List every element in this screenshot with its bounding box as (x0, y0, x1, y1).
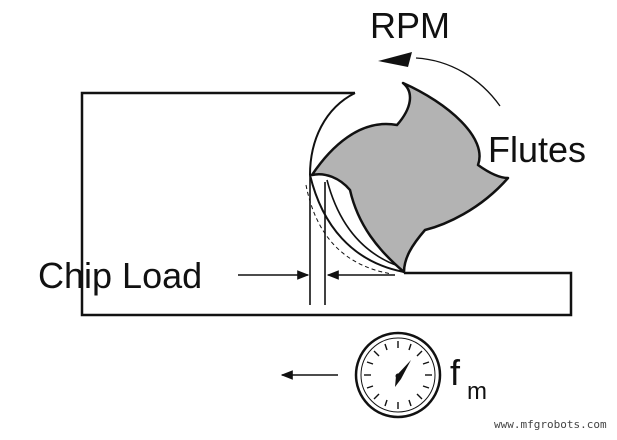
rotation-arrow-head (378, 52, 412, 67)
cut-groove-inner (326, 179, 399, 267)
cut-wall-arc (309, 92, 356, 176)
feed-rate-subscript: m (467, 378, 487, 405)
chip-load-label: Chip Load (38, 255, 202, 296)
dial-gauge-icon (354, 331, 442, 419)
end-mill-cutter (310, 81, 510, 274)
flutes-label: Flutes (488, 129, 586, 170)
workpiece (80, 91, 573, 317)
rotation-arrow-icon (415, 57, 501, 107)
feed-rate-symbol: f (450, 352, 461, 393)
watermark: www.mfgrobots.com (494, 418, 607, 431)
rpm-label: RPM (370, 5, 450, 46)
cut-groove-outer (309, 174, 405, 273)
